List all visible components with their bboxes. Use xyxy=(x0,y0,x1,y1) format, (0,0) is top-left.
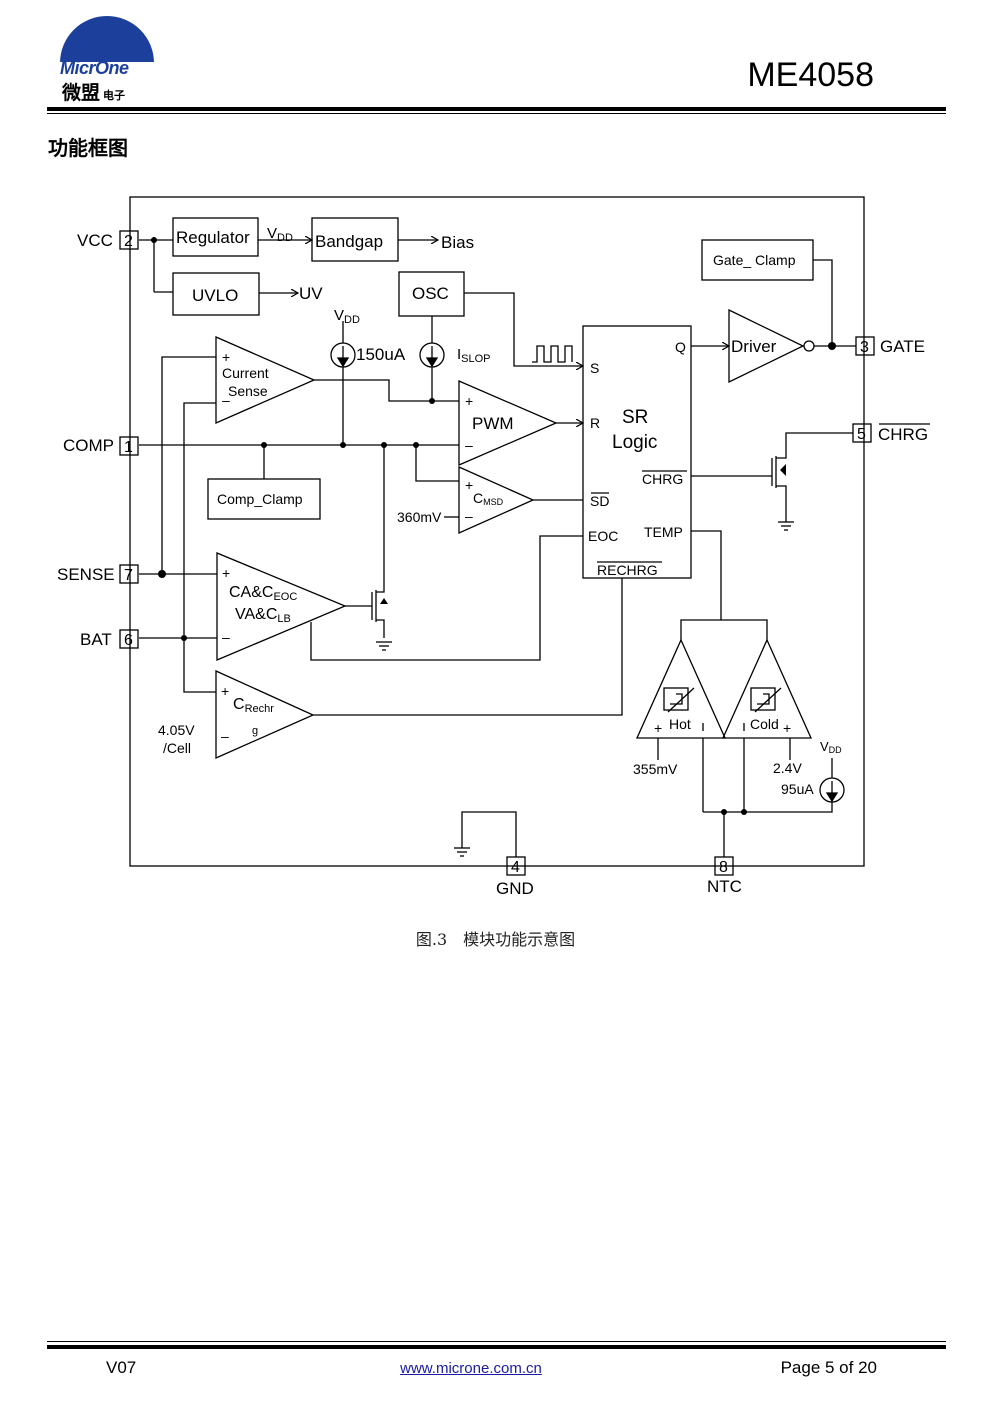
svg-text:+: + xyxy=(783,720,791,736)
svg-text:–: – xyxy=(222,392,230,408)
comp-clamp-label: Comp_Clamp xyxy=(217,491,303,507)
company-logo: MicrOne 微盟电子 xyxy=(58,16,168,118)
svg-text:–: – xyxy=(465,437,473,453)
uvlo-block xyxy=(172,272,260,316)
pin-gate-number: 3 xyxy=(860,339,869,356)
vdd-label-95ua: VDD xyxy=(820,739,842,755)
ca-va-amp xyxy=(216,552,347,661)
sr-pin-eoc: EOC xyxy=(588,528,618,544)
vref-405v: 4.05V xyxy=(158,722,195,738)
header-rule-thin xyxy=(47,113,946,114)
section-title: 功能框图 xyxy=(48,136,128,160)
svg-text:+: + xyxy=(465,477,473,493)
uv-label: UV xyxy=(299,284,323,303)
crechrg-comparator xyxy=(215,669,315,759)
block-diagram: VCC 2 COMP 1 SENSE 7 BAT 6 GATE 3 CHRG 5… xyxy=(57,196,930,898)
svg-text:–: – xyxy=(465,508,473,524)
crechrg-label: CRechr xyxy=(233,696,274,715)
pin-ntc-number: 8 xyxy=(719,859,728,876)
logo-chinese: 微盟电子 xyxy=(62,82,126,104)
current-sense-amp xyxy=(215,336,316,424)
figure-caption: 图.3 模块功能示意图 xyxy=(415,930,576,949)
hot-comparator xyxy=(635,638,727,739)
pwm-label: PWM xyxy=(472,414,514,433)
pwm-comparator xyxy=(458,380,558,466)
hot-label: Hot xyxy=(669,716,691,732)
current-sense-label-2: Sense xyxy=(228,383,268,399)
pin-gate-label: GATE xyxy=(880,337,925,356)
footer-rule xyxy=(47,1345,946,1349)
uvlo-label: UVLO xyxy=(192,286,238,305)
chip-boundary xyxy=(129,196,865,867)
svg-text:+: + xyxy=(654,720,662,736)
sr-pin-temp: TEMP xyxy=(644,524,683,540)
svg-text:+: + xyxy=(222,349,230,365)
ca-label: CA&CEOC xyxy=(229,584,297,603)
vdd-label-regulator: VDD xyxy=(267,225,293,244)
pin-gnd-number: 4 xyxy=(511,859,520,876)
cmsd-label: CMSD xyxy=(473,490,504,507)
website-link[interactable]: www.microne.com.cn xyxy=(400,1360,542,1377)
current-sense-label: Current xyxy=(222,365,269,381)
logo-brand: MicrOne xyxy=(60,58,129,78)
sr-pin-r: R xyxy=(590,415,600,431)
svg-text:+: + xyxy=(221,683,229,699)
cold-label: Cold xyxy=(750,716,779,732)
i150-label: 150uA xyxy=(356,345,406,364)
vref-24v: 2.4V xyxy=(773,760,802,776)
bias-label: Bias xyxy=(441,233,474,252)
pin-sense-number: 7 xyxy=(124,567,133,584)
pin-chrg-label: CHRG xyxy=(878,425,928,444)
driver-label: Driver xyxy=(731,337,777,356)
sr-pin-s: S xyxy=(590,360,599,376)
sr-pin-rechrg: RECHRG xyxy=(597,562,658,578)
svg-text:+: + xyxy=(222,565,230,581)
crechrg-label-g: g xyxy=(252,725,258,737)
regulator-label: Regulator xyxy=(176,228,250,247)
driver-inversion-bubble xyxy=(803,340,815,352)
gate-clamp-label: Gate_ Clamp xyxy=(713,252,796,268)
pin-ntc-label: NTC xyxy=(707,877,742,896)
pin-chrg-number: 5 xyxy=(857,426,866,443)
pin-vcc-box xyxy=(119,230,139,250)
vref-355mv: 355mV xyxy=(633,761,678,777)
pin-bat-number: 6 xyxy=(124,632,133,649)
vref-360mv: 360mV xyxy=(397,509,442,525)
sr-pin-chrg: CHRG xyxy=(642,471,683,487)
page-number: Page 5 of 20 xyxy=(780,1358,877,1377)
pin-comp-box xyxy=(119,436,139,456)
footer-rule-thin xyxy=(47,1341,946,1342)
cold-comparator xyxy=(721,638,813,739)
pin-comp-label: COMP xyxy=(63,436,114,455)
pin-sense-label: SENSE xyxy=(57,565,115,584)
regulator-block xyxy=(172,217,259,257)
svg-text:+: + xyxy=(465,393,473,409)
pin-vcc-label: VCC xyxy=(77,231,113,250)
version-label: V07 xyxy=(106,1358,137,1377)
svg-text:–: – xyxy=(222,629,230,645)
header-rule xyxy=(47,107,946,111)
svg-text:–: – xyxy=(221,728,229,744)
vref-cell: /Cell xyxy=(163,740,191,756)
pin-bat-box xyxy=(119,629,139,649)
cmsd-comparator xyxy=(458,465,535,535)
pin-vcc-number: 2 xyxy=(124,233,133,250)
osc-label: OSC xyxy=(412,284,449,303)
va-label: VA&CLB xyxy=(235,606,291,625)
pin-gnd-label: GND xyxy=(496,879,534,898)
sr-pin-sd: SD xyxy=(590,493,609,509)
part-number: ME4058 xyxy=(747,56,874,94)
logic-label: Logic xyxy=(612,432,657,453)
pin-sense-box xyxy=(119,564,139,584)
islop-label: ISLOP xyxy=(457,346,491,365)
sr-label: SR xyxy=(622,407,648,428)
sr-pin-q: Q xyxy=(675,339,686,355)
pin-comp-number: 1 xyxy=(124,439,133,456)
pin-bat-label: BAT xyxy=(80,630,112,649)
bandgap-label: Bandgap xyxy=(315,232,383,251)
vdd-label-150ua: VDD xyxy=(334,307,360,326)
current-95ua: 95uA xyxy=(781,781,814,797)
sr-logic-block xyxy=(582,325,692,579)
